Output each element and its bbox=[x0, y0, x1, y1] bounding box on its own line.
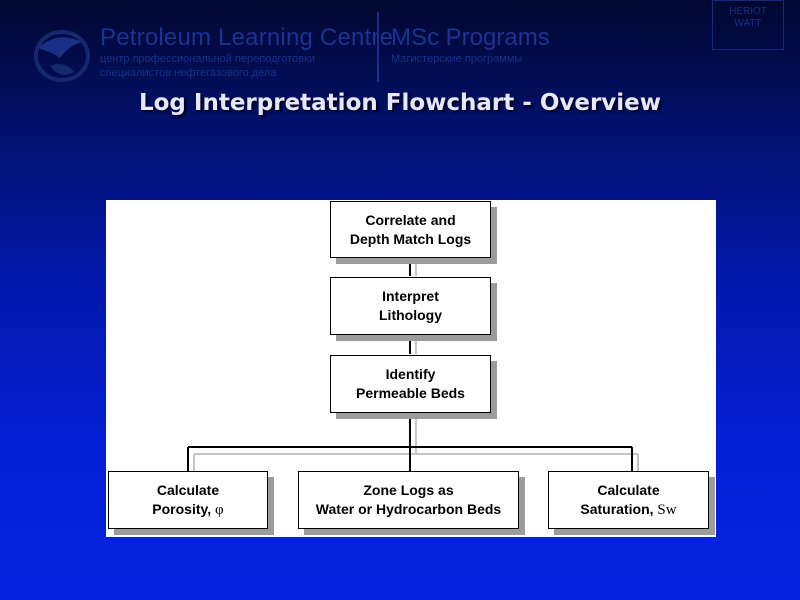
flowchart-connectors bbox=[187, 258, 639, 471]
output-1-line1: Calculate bbox=[156, 481, 220, 498]
step-2-line1: Interpret bbox=[382, 288, 439, 304]
crest-line2: WATT bbox=[734, 18, 762, 29]
flowchart-panel: Correlate and Depth Match Logs Interpret… bbox=[106, 200, 716, 537]
step-1-line2: Depth Match Logs bbox=[349, 230, 472, 247]
header-band: Petroleum Learning Centre центр професси… bbox=[0, 0, 800, 85]
slide-title: Log Interpretation Flowchart - Overview bbox=[138, 90, 662, 116]
org-subtitle-line2: специалистов нефтегазового дела bbox=[100, 67, 277, 79]
output-3-line2: Saturation, bbox=[580, 500, 654, 517]
org-name: Petroleum Learning Centre bbox=[100, 24, 394, 51]
university-crest-logo: HERIOT WATT bbox=[712, 0, 784, 50]
step-3-line2: Permeable Beds bbox=[356, 385, 465, 401]
step-identify-permeable-beds: Identify Permeable Beds bbox=[330, 355, 491, 413]
globe-logo-icon bbox=[34, 30, 90, 82]
output-3-line1: Calculate bbox=[597, 481, 660, 498]
output-calculate-saturation: Calculate Saturation, Sw bbox=[548, 471, 709, 529]
step-correlate-depth-match: Correlate and Depth Match Logs bbox=[330, 201, 491, 258]
step-1-line1: Correlate and bbox=[365, 211, 456, 228]
output-zone-logs: Zone Logs as Water or Hydrocarbon Beds bbox=[298, 471, 519, 529]
crest-line1: HERIOT bbox=[729, 6, 767, 17]
step-interpret-lithology: Interpret Lithology bbox=[330, 277, 491, 335]
porosity-symbol: φ bbox=[215, 501, 224, 518]
step-3-line1: Identify bbox=[385, 366, 436, 382]
org-subtitle-line1: центр профессиональной переподготовки bbox=[100, 53, 315, 65]
header-divider bbox=[377, 12, 379, 82]
output-2-line1: Zone Logs as bbox=[363, 482, 454, 498]
output-calculate-porosity: Calculate Porosity, φ bbox=[108, 471, 268, 529]
program-subtitle: Магистерские программы bbox=[391, 53, 523, 65]
program-name: MSc Programs bbox=[391, 24, 550, 51]
saturation-symbol: Sw bbox=[657, 501, 677, 518]
step-2-line2: Lithology bbox=[379, 307, 442, 323]
output-2-line2: Water or Hydrocarbon Beds bbox=[315, 501, 502, 517]
output-1-line2: Porosity, bbox=[152, 500, 212, 517]
